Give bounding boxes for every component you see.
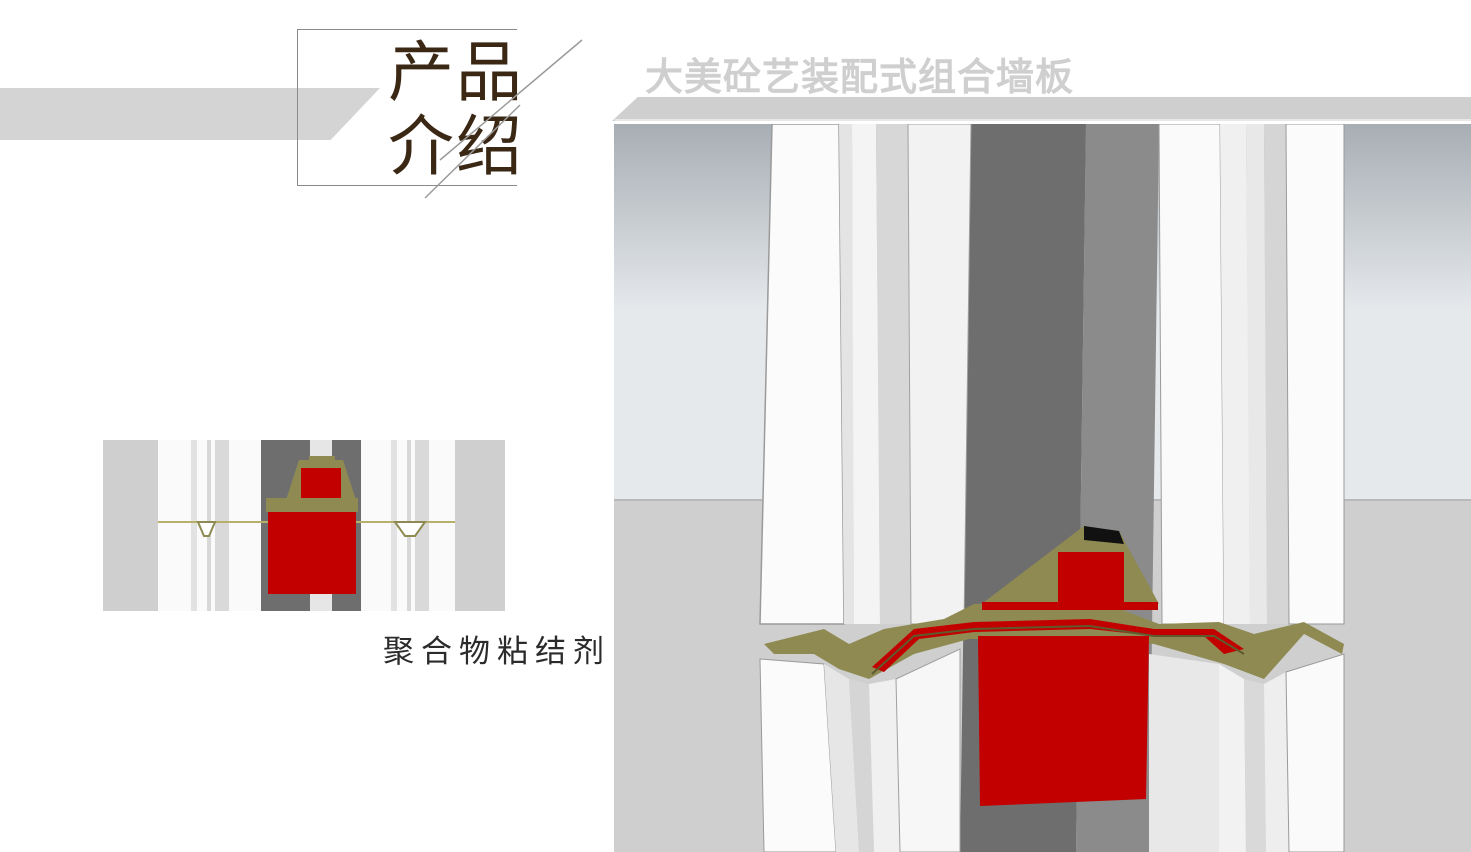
joint-3d-illustration: [614, 124, 1471, 852]
joint-plan-view-illustration: [103, 440, 505, 611]
title-frame: [297, 29, 517, 186]
title-diagonal-lines: [424, 39, 583, 199]
product-subtitle: 大美砼艺装配式组合墙板: [645, 55, 1075, 99]
header-band-right-edge: [615, 119, 1471, 121]
title-line-1: 产品: [388, 34, 524, 111]
header-band-right: [612, 97, 1471, 121]
header-band-left: [0, 88, 380, 140]
polymer-adhesive-label: 聚合物粘结剂: [383, 634, 611, 670]
